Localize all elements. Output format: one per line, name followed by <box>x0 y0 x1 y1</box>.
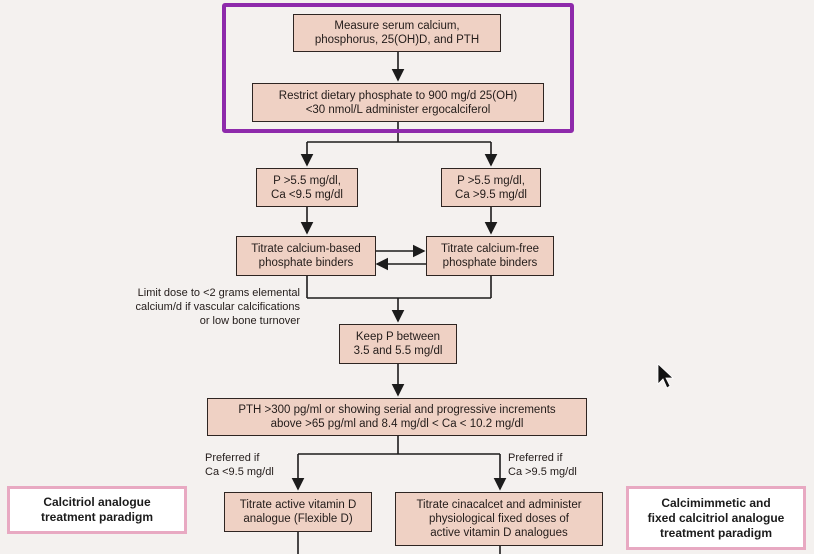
branch-left-box: P >5.5 mg/dl, Ca <9.5 mg/dl <box>256 168 358 207</box>
cinacalcet-box: Titrate cinacalcet and administer physio… <box>395 492 603 546</box>
restrict-box: Restrict dietary phosphate to 900 mg/d 2… <box>252 83 544 122</box>
measure-box: Measure serum calcium, phosphorus, 25(OH… <box>293 14 501 52</box>
keep-p-box: Keep P between 3.5 and 5.5 mg/dl <box>339 324 457 364</box>
preferred-right-note: Preferred if Ca >9.5 mg/dl <box>508 452 577 478</box>
vitamin-d-box: Titrate active vitamin D analogue (Flexi… <box>224 492 372 532</box>
pth-box: PTH >300 pg/ml or showing serial and pro… <box>207 398 587 436</box>
limit-dose-note: Limit dose to <2 grams elemental calcium… <box>135 287 300 327</box>
calcimimetic-callout: Calcimimmetic and fixed calcitriol analo… <box>626 486 806 550</box>
binder-calcium-box: Titrate calcium-based phosphate binders <box>236 236 376 276</box>
binder-free-box: Titrate calcium-free phosphate binders <box>426 236 554 276</box>
calcitriol-callout: Calcitriol analogue treatment paradigm <box>7 486 187 534</box>
highlight-frame <box>222 3 574 133</box>
preferred-left-note: Preferred if Ca <9.5 mg/dl <box>205 452 274 478</box>
branch-right-box: P >5.5 mg/dl, Ca >9.5 mg/dl <box>441 168 541 207</box>
mouse-cursor-icon <box>657 363 675 389</box>
